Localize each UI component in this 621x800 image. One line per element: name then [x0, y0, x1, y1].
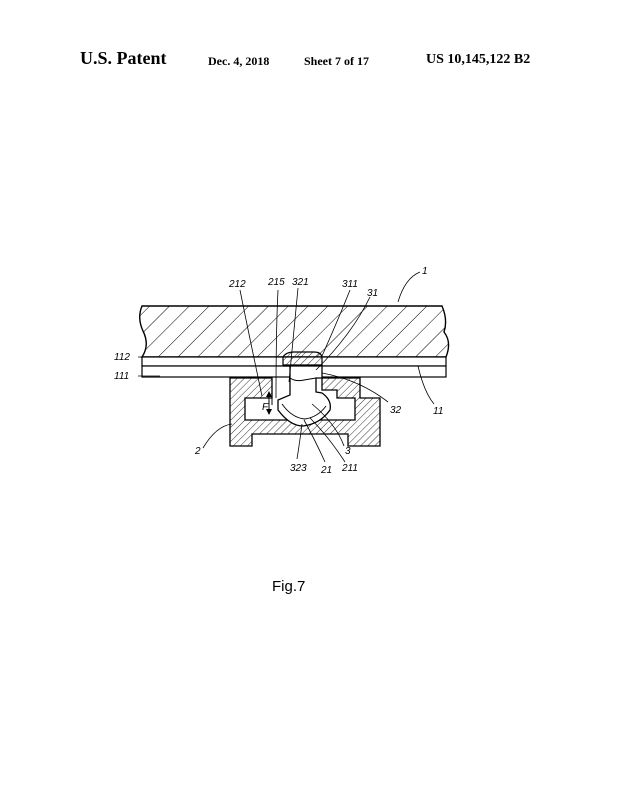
- clip-body: [277, 365, 331, 427]
- header-title: U.S. Patent: [80, 48, 167, 68]
- ref-32: 32: [390, 405, 402, 416]
- figure-caption: Fig.7: [272, 578, 306, 595]
- ref-215: 215: [267, 277, 285, 288]
- clip-stem: [282, 351, 323, 366]
- header-sheet: Sheet 7 of 17: [304, 54, 369, 68]
- ref-31: 31: [367, 288, 378, 299]
- ref-21: 21: [320, 465, 332, 476]
- ref-211: 211: [341, 463, 358, 474]
- ref-F: F: [262, 402, 269, 413]
- ref-311: 311: [342, 279, 358, 290]
- ref-212: 212: [228, 279, 246, 290]
- ref-2: 2: [194, 446, 201, 457]
- ref-112: 112: [114, 352, 130, 363]
- ref-11: 11: [433, 406, 443, 417]
- header-patent-number: US 10,145,122 B2: [426, 52, 531, 67]
- ref-1: 1: [422, 266, 428, 277]
- header-date: Dec. 4, 2018: [208, 54, 270, 68]
- ref-3: 3: [345, 446, 351, 457]
- ref-321: 321: [292, 277, 309, 288]
- ref-111: 111: [114, 371, 129, 382]
- ref-323: 323: [290, 463, 307, 474]
